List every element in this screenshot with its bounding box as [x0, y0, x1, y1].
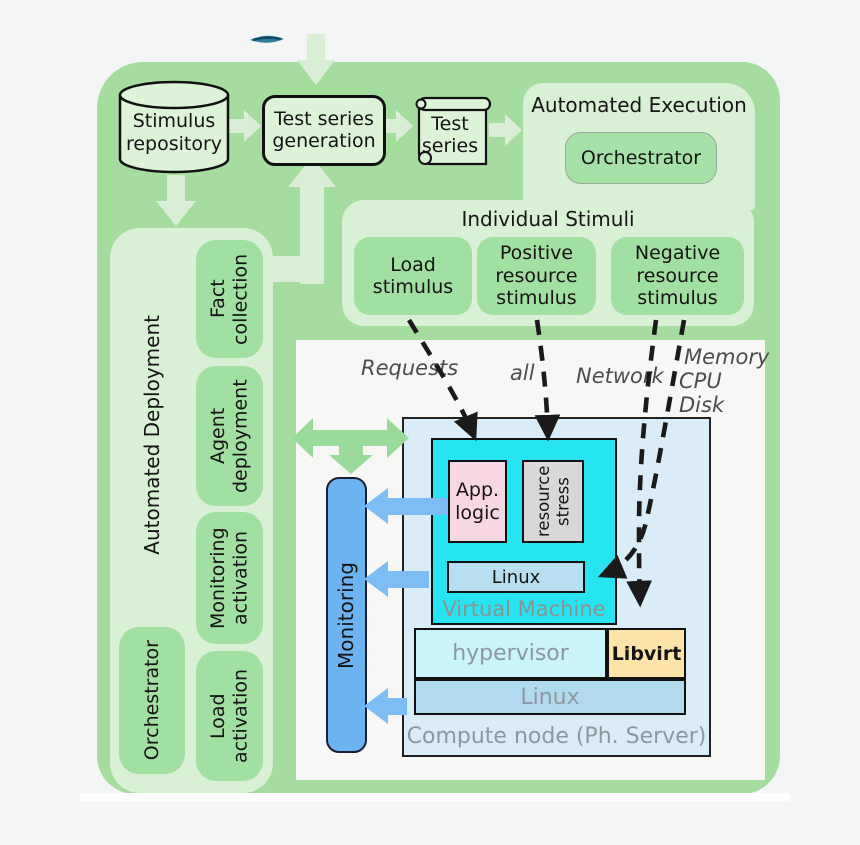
- deployment-system-double-arrow-icon: [292, 418, 409, 474]
- all-flow-label: all: [510, 361, 535, 385]
- cpu-flow-label: CPU: [679, 369, 722, 393]
- agent-deployment-label: Agent deployment: [207, 379, 252, 493]
- test-series-scroll-icon: [415, 96, 492, 166]
- host-os-monitoring-arrow-icon: [364, 688, 407, 724]
- series-to-execution-arrow-icon: [489, 114, 522, 146]
- guest-os-monitoring-arrow-icon: [364, 561, 429, 597]
- memory-flow-label: Memory: [684, 345, 770, 369]
- network-flow-label: Network: [576, 364, 664, 388]
- requests-flow-label: Requests: [361, 356, 459, 380]
- virtual-machine-label: Virtual Machine: [442, 597, 606, 621]
- stimulus-repository-label: Stimulus repository: [125, 110, 223, 155]
- deployment-orchestrator-label: Orchestrator: [140, 640, 163, 761]
- automated-execution-title: Automated Execution: [531, 93, 747, 117]
- stimulus-repository-cylinder-icon: [118, 80, 230, 174]
- libvirt-node: Libvirt: [607, 628, 686, 679]
- host-os-node: Linux: [414, 679, 686, 715]
- positive-resource-stimulus-node: Positive resource stimulus: [477, 237, 596, 315]
- load-activation-label: Load activation: [207, 668, 252, 764]
- guest-os-node: Linux: [447, 561, 585, 593]
- incoming-down-arrow-icon: [297, 34, 335, 85]
- monitoring-activation-node: Monitoring activation: [196, 512, 263, 644]
- test-series-generation-node: Test series generation: [262, 95, 386, 166]
- agent-deployment-node: Agent deployment: [196, 366, 263, 506]
- load-stimulus-node: Load stimulus: [354, 237, 472, 315]
- repo-to-generation-arrow-icon: [228, 110, 261, 142]
- test-series-label: Test series: [421, 113, 479, 157]
- execution-orchestrator-node: Orchestrator: [565, 132, 717, 184]
- generation-to-series-arrow-icon: [380, 110, 413, 142]
- individual-stimuli-title: Individual Stimuli: [461, 207, 635, 231]
- load-activation-node: Load activation: [196, 651, 263, 781]
- vm-app-monitoring-arrow-icon: [364, 488, 447, 524]
- deployment-orchestrator-node: Orchestrator: [119, 627, 185, 774]
- resource-stress-label: resource stress: [533, 465, 572, 538]
- bottom-white-strip: [80, 793, 790, 801]
- monitoring-activation-label: Monitoring activation: [207, 527, 252, 629]
- automated-deployment-title-text: Automated Deployment: [140, 315, 165, 555]
- teal-swoosh-decoration: [250, 35, 284, 43]
- negative-resource-stimulus-node: Negative resource stimulus: [611, 237, 744, 315]
- monitoring-label: Monitoring: [333, 561, 358, 669]
- resource-stress-node: resource stress: [522, 460, 584, 543]
- repo-to-deployment-arrow-icon: [156, 175, 196, 226]
- fact-collection-node: Fact collection: [196, 240, 263, 358]
- monitoring-bar: Monitoring: [326, 477, 367, 753]
- hypervisor-node: hypervisor: [414, 628, 607, 679]
- compute-node-label: Compute node (Ph. Server): [406, 723, 707, 749]
- fact-collection-label: Fact collection: [207, 253, 252, 345]
- app-logic-node: App. logic: [448, 460, 507, 543]
- disk-flow-label: Disk: [679, 393, 725, 417]
- automated-deployment-title: Automated Deployment: [133, 300, 173, 570]
- deployment-to-generation-elbow-arrow-icon: [263, 157, 336, 284]
